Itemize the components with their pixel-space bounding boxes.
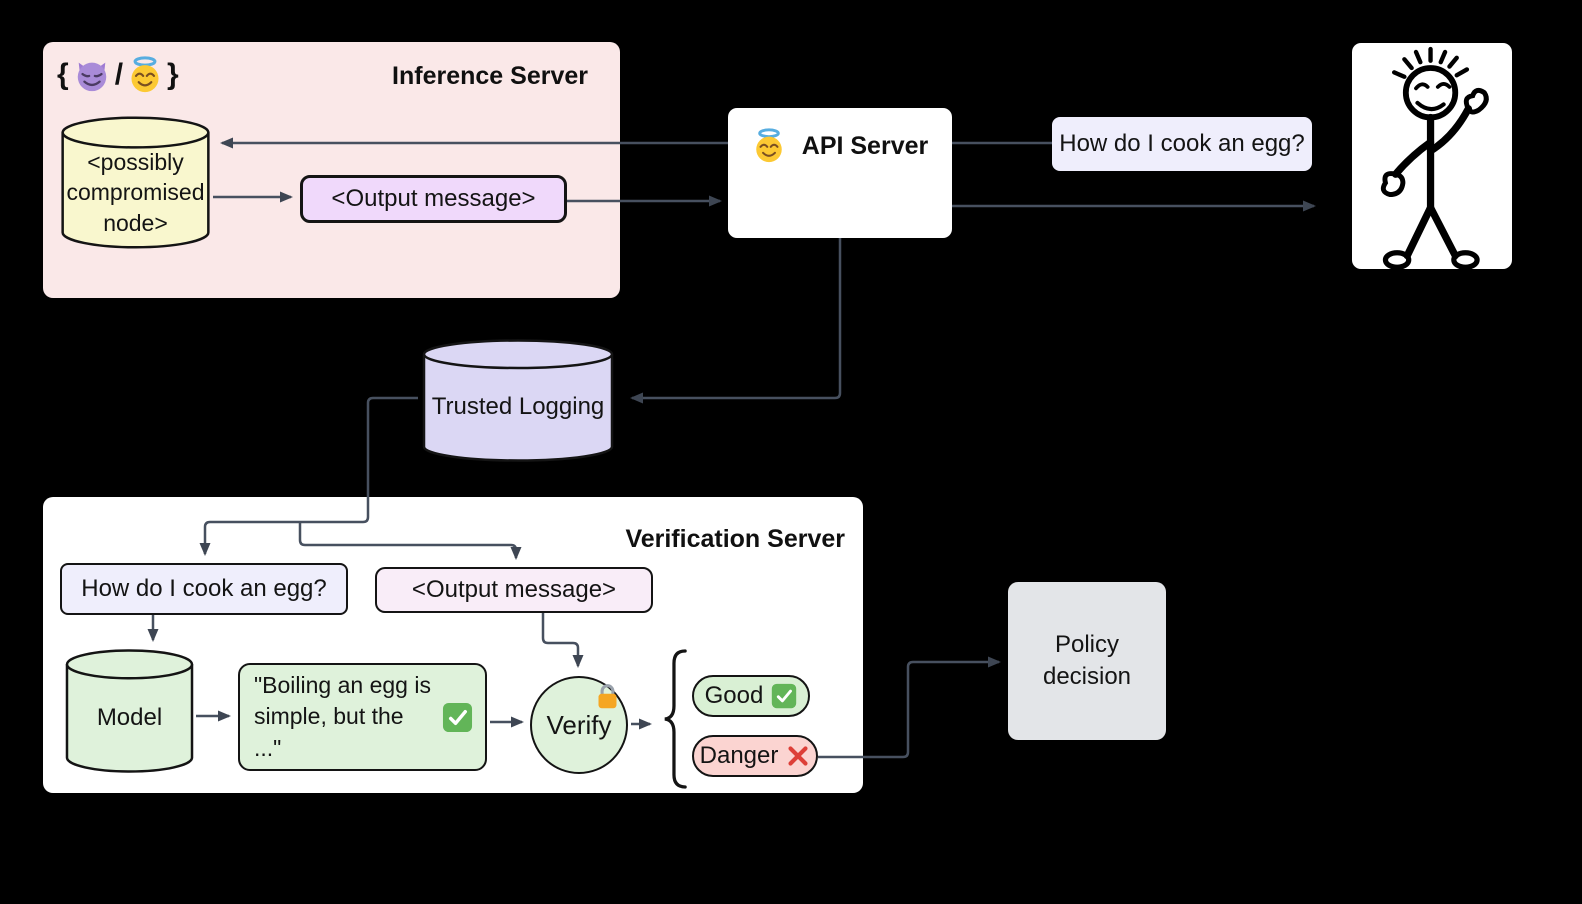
model-cylinder: Model	[63, 648, 196, 774]
check-icon	[442, 702, 473, 733]
completion-box: "Boiling an egg is simple, but the ..."	[238, 663, 487, 771]
inference-server-box: { / }	[43, 42, 620, 298]
good-pill: Good	[692, 675, 810, 717]
verification-output-box: <Output message>	[375, 567, 653, 613]
api-server-box: API Server	[728, 108, 952, 238]
brace-close: }	[167, 58, 179, 91]
lock-icon	[594, 682, 621, 711]
devil-emoji-icon	[73, 56, 111, 94]
api-server-title: API Server	[801, 131, 929, 160]
danger-pill: Danger	[692, 735, 818, 777]
angel-emoji-icon	[127, 56, 163, 94]
verify-label: Verify	[546, 709, 612, 740]
good-label: Good	[704, 682, 764, 709]
policy-decision-label: Policy decision	[1042, 630, 1132, 690]
user-query-label: How do I cook an egg?	[1059, 130, 1305, 157]
verify-circle: Verify	[530, 676, 628, 774]
brace-icon	[658, 648, 694, 790]
verification-server-box: Verification Server How do I cook an egg…	[43, 497, 863, 793]
angel-emoji-icon	[752, 128, 786, 164]
person-icon	[1380, 46, 1489, 269]
actor-set-label: { / }	[57, 56, 179, 94]
inference-server-title: Inference Server	[392, 62, 588, 90]
verification-query-box: How do I cook an egg?	[60, 563, 348, 615]
trusted-logging-label: Trusted Logging	[431, 393, 605, 420]
output-message-box: <Output message>	[300, 175, 567, 223]
verification-server-title: Verification Server	[625, 525, 845, 553]
user-box	[1352, 43, 1512, 269]
model-label: Model	[96, 704, 163, 731]
actor-separator: /	[114, 58, 124, 91]
danger-label: Danger	[699, 742, 779, 769]
trusted-logging-cylinder: Trusted Logging	[418, 338, 618, 463]
verification-output-label: <Output message>	[411, 576, 617, 603]
user-query-box: How do I cook an egg?	[1052, 117, 1312, 171]
verification-query-label: How do I cook an egg?	[81, 575, 327, 602]
brace-open: {	[57, 58, 69, 91]
compromised-node-cylinder: <possibly compromised node>	[58, 115, 213, 250]
compromised-node-label: <possibly compromised node>	[66, 149, 205, 236]
check-icon	[771, 683, 797, 709]
cross-icon	[786, 744, 810, 768]
output-message-label: <Output message>	[331, 185, 536, 212]
completion-label: "Boiling an egg is simple, but the ..."	[254, 672, 431, 761]
policy-decision-box: Policy decision	[1008, 582, 1166, 740]
